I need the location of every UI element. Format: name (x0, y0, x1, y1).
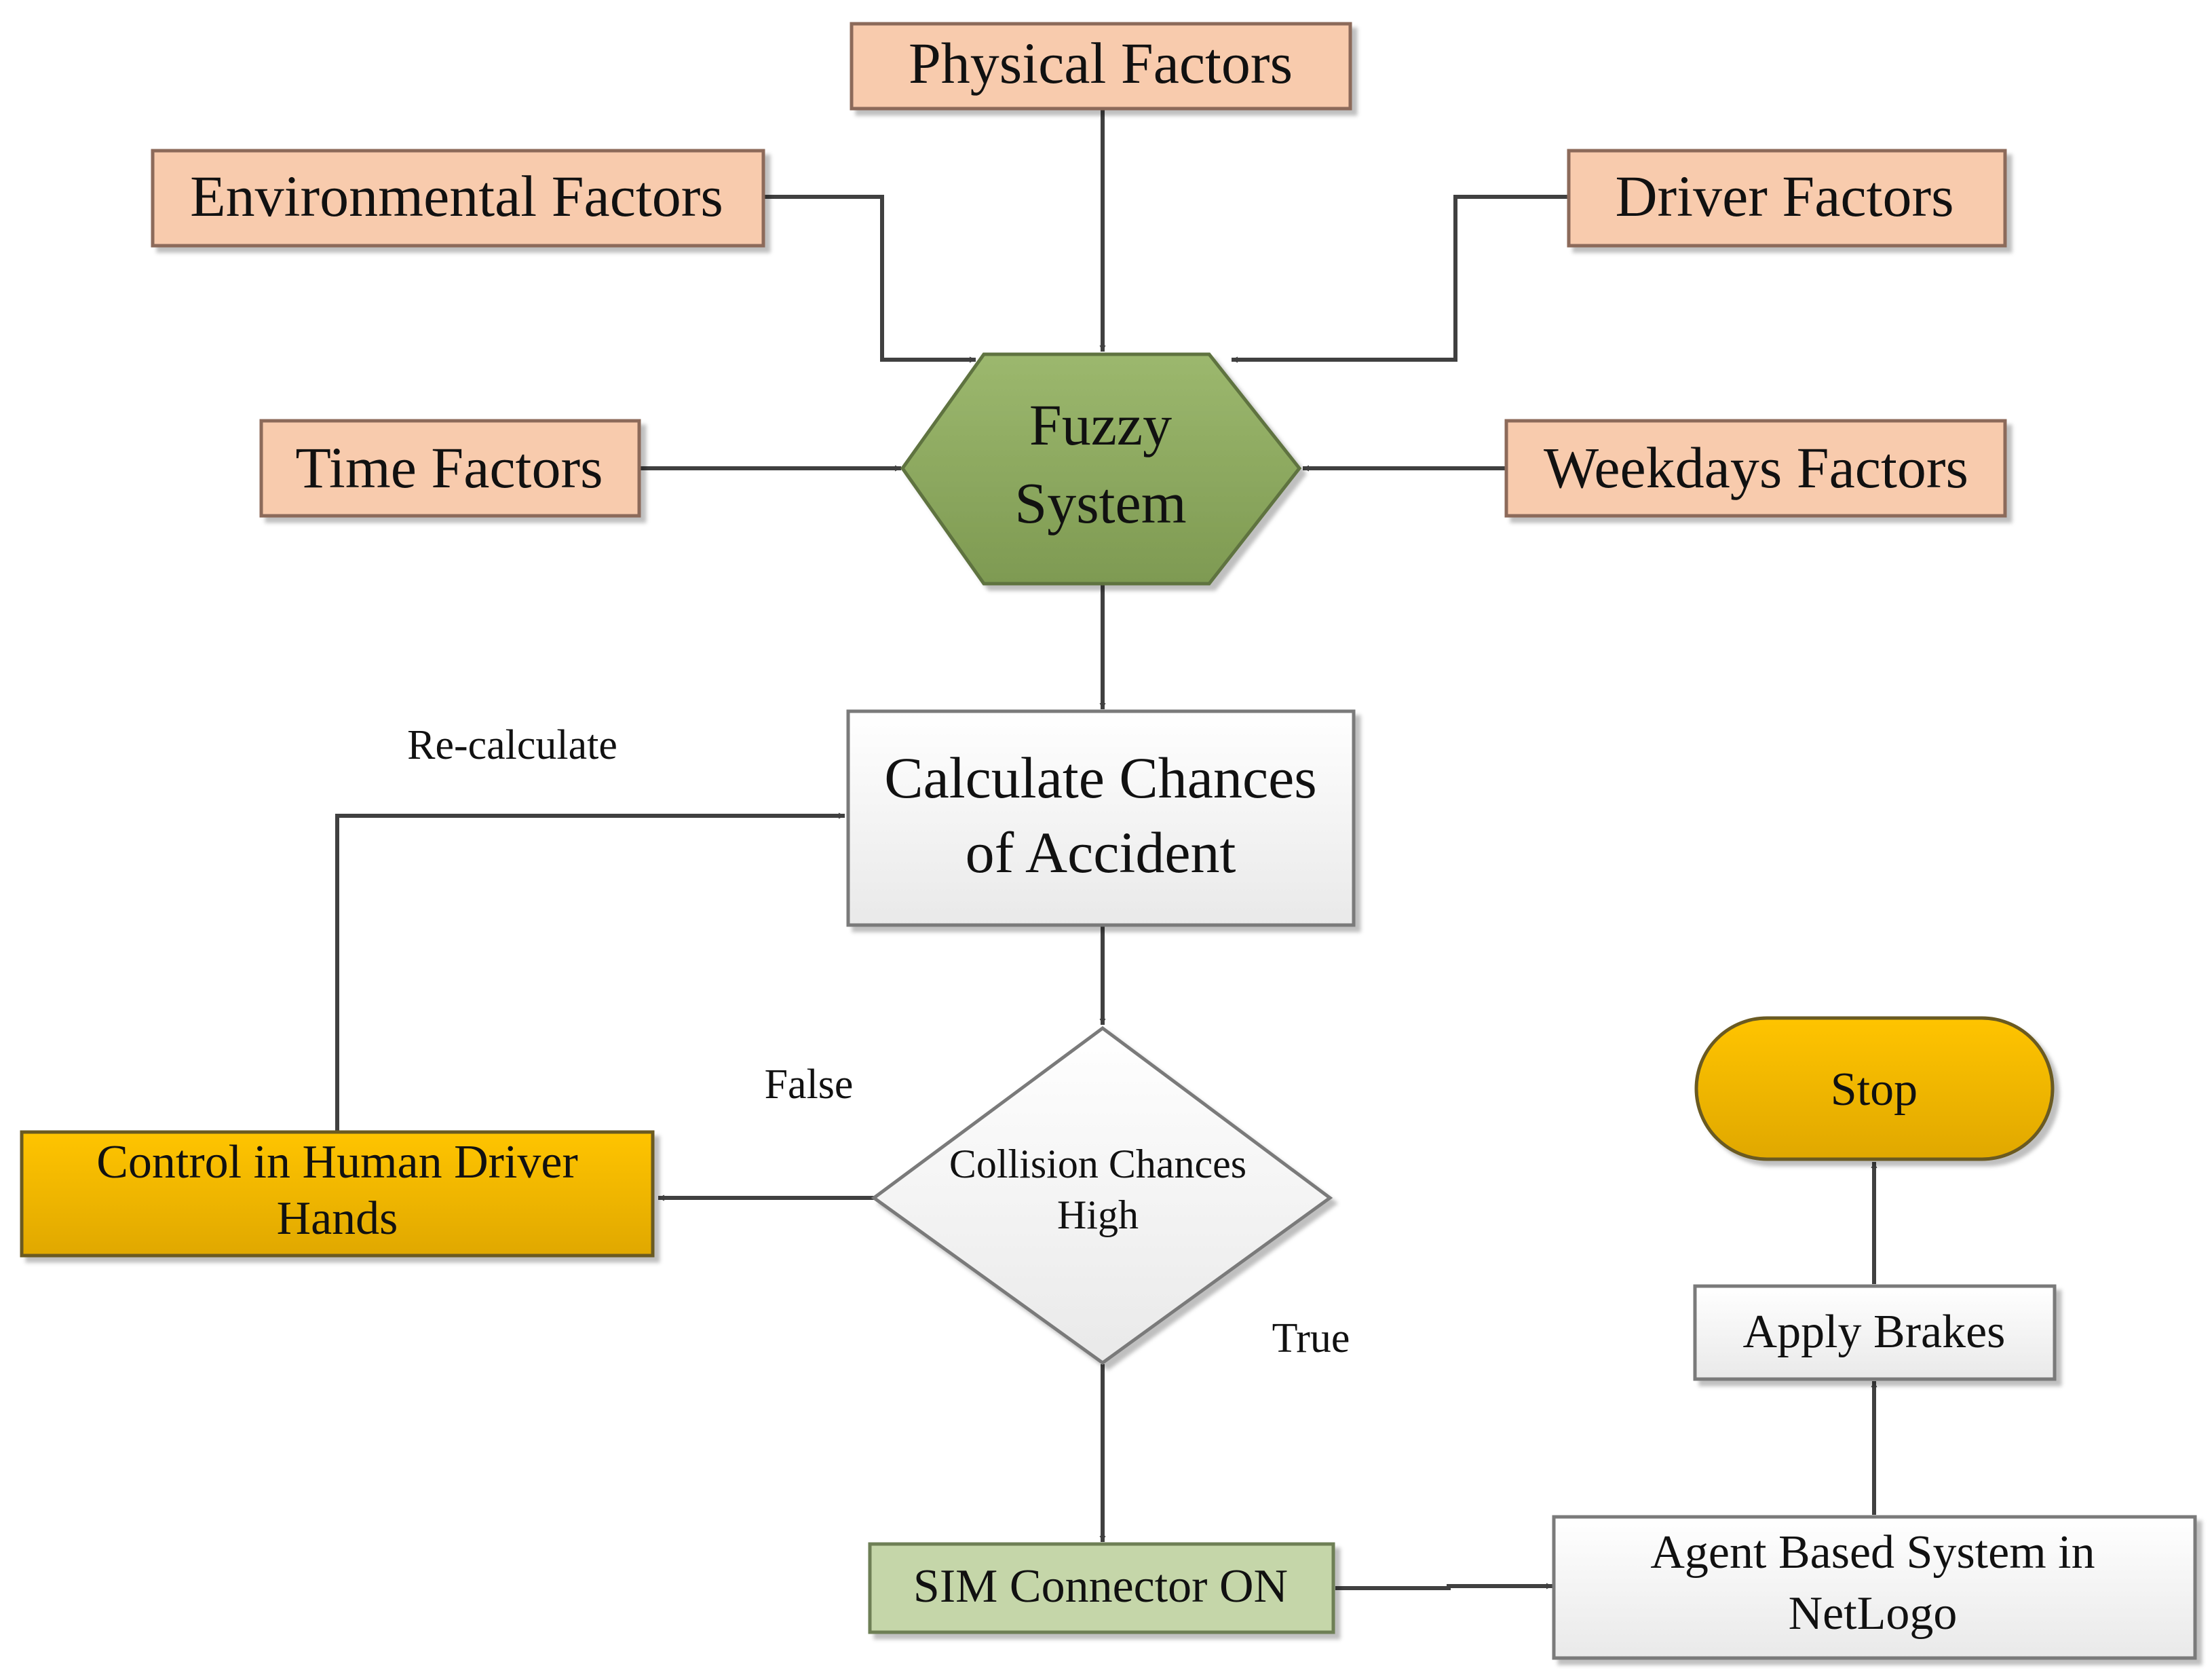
node-agent-system: Agent Based System in NetLogo (1552, 1515, 2197, 1660)
fuzzy-system-label-line2: System (1014, 470, 1186, 535)
edge-driver-to-fuzzy (1232, 195, 1569, 363)
fuzzy-system-label-line1: Fuzzy (1029, 392, 1172, 457)
agent-system-label-line1: Agent Based System in (1650, 1526, 2095, 1579)
apply-brakes-label: Apply Brakes (1743, 1306, 2006, 1358)
false-edge-label: False (765, 1061, 854, 1108)
calculate-chances-label-line2: of Accident (966, 820, 1236, 885)
human-control-label-line2: Hands (277, 1192, 398, 1245)
node-calculate-chances: Calculate Chances of Accident (846, 709, 1356, 927)
node-weekdays-factors: Weekdays Factors (1504, 419, 2007, 518)
node-sim-connector: SIM Connector ON (868, 1542, 1335, 1634)
weekdays-factors-label: Weekdays Factors (1544, 435, 1968, 500)
environmental-factors-label: Environmental Factors (190, 164, 723, 229)
sim-connector-label: SIM Connector ON (913, 1560, 1288, 1613)
node-collision-decision: Collision Chances High (871, 1025, 1333, 1366)
node-time-factors: Time Factors (259, 419, 641, 518)
collision-decision-label-line1: Collision Chances (949, 1142, 1246, 1186)
edges (335, 110, 1877, 1590)
stop-label: Stop (1831, 1064, 1918, 1116)
node-driver-factors: Driver Factors (1567, 149, 2007, 248)
true-edge-label: True (1272, 1315, 1350, 1361)
edge-sim-to-agent (1335, 1583, 1552, 1590)
agent-system-label-line2: NetLogo (1789, 1587, 1958, 1640)
node-fuzzy-system: Fuzzy System (900, 352, 1302, 586)
driver-factors-label: Driver Factors (1615, 164, 1953, 229)
edge-recalculate (335, 812, 845, 1132)
edge-environmental-to-fuzzy (763, 195, 976, 363)
human-control-label-line1: Control in Human Driver (96, 1136, 578, 1188)
time-factors-label: Time Factors (295, 435, 603, 500)
calculate-chances-label-line1: Calculate Chances (884, 745, 1317, 810)
node-physical-factors: Physical Factors (850, 22, 1352, 111)
node-environmental-factors: Environmental Factors (151, 149, 765, 248)
recalculate-edge-label: Re-calculate (407, 722, 617, 768)
node-human-control: Control in Human Driver Hands (20, 1130, 655, 1258)
collision-decision-label-line2: High (1057, 1192, 1139, 1237)
node-stop: Stop (1694, 1016, 2055, 1161)
physical-factors-label: Physical Factors (909, 31, 1293, 96)
node-apply-brakes: Apply Brakes (1693, 1284, 2057, 1381)
